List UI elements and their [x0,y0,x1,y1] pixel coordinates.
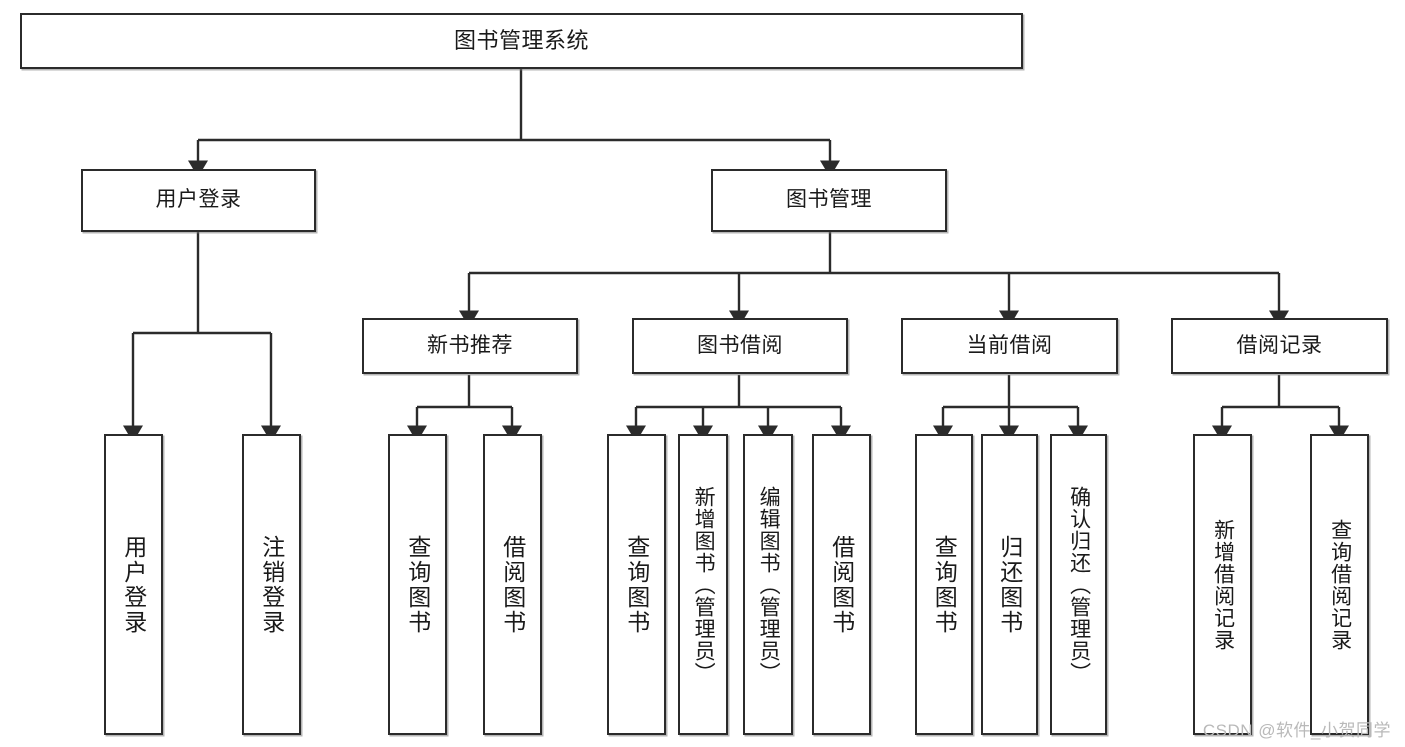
leaf-user-login[interactable]: 用户登录 [104,434,163,735]
node-label: 当前借阅 [966,333,1053,357]
node-label: 借阅图书 [499,534,526,635]
node-label: 查询图书 [404,534,431,635]
node-borrow-record[interactable]: 借阅记录 [1171,318,1388,374]
leaf-add-book-admin[interactable]: 新增图书（管理员） [678,434,728,735]
node-root-system[interactable]: 图书管理系统 [20,13,1023,69]
node-new-book-recommend[interactable]: 新书推荐 [362,318,578,374]
node-label: 新书推荐 [427,333,513,357]
leaf-query-book-current[interactable]: 查询图书 [915,434,973,735]
node-book-borrow[interactable]: 图书借阅 [632,318,848,374]
leaf-query-book-borrow[interactable]: 查询图书 [607,434,666,735]
node-label: 图书管理 [786,188,872,212]
leaf-edit-book-admin[interactable]: 编辑图书（管理员） [743,434,793,735]
node-label: 查询图书 [623,534,650,635]
node-label: 用户登录 [155,188,242,212]
leaf-return-book[interactable]: 归还图书 [981,434,1038,735]
leaf-add-borrow-record[interactable]: 新增借阅记录 [1193,434,1252,735]
leaf-confirm-return-admin[interactable]: 确认归还（管理员） [1050,434,1107,735]
watermark: CSDN @软件_小贺同学 [1202,721,1391,740]
leaf-borrow-book-recommend[interactable]: 借阅图书 [483,434,542,735]
node-label: 新增借阅记录 [1211,518,1235,651]
node-label: 查询图书 [931,534,958,635]
node-label: 图书借阅 [697,333,783,357]
node-label: 编辑图书（管理员） [757,485,781,684]
leaf-logout[interactable]: 注销登录 [242,434,301,735]
node-label: 注销登录 [258,534,285,635]
node-label: 归还图书 [996,534,1023,635]
node-label: 图书管理系统 [453,28,589,54]
node-label: 借阅图书 [828,534,855,635]
leaf-query-borrow-record[interactable]: 查询借阅记录 [1310,434,1369,735]
leaf-query-book-recommend[interactable]: 查询图书 [388,434,447,735]
node-label: 新增图书（管理员） [692,485,716,684]
node-label: 确认归还（管理员） [1067,485,1091,684]
leaf-borrow-book[interactable]: 借阅图书 [812,434,871,735]
node-book-management[interactable]: 图书管理 [711,169,947,232]
node-user-login[interactable]: 用户登录 [81,169,316,232]
node-label: 查询借阅记录 [1328,518,1352,651]
node-label: 借阅记录 [1236,333,1323,357]
node-label: 用户登录 [120,534,147,635]
node-current-borrow[interactable]: 当前借阅 [901,318,1118,374]
